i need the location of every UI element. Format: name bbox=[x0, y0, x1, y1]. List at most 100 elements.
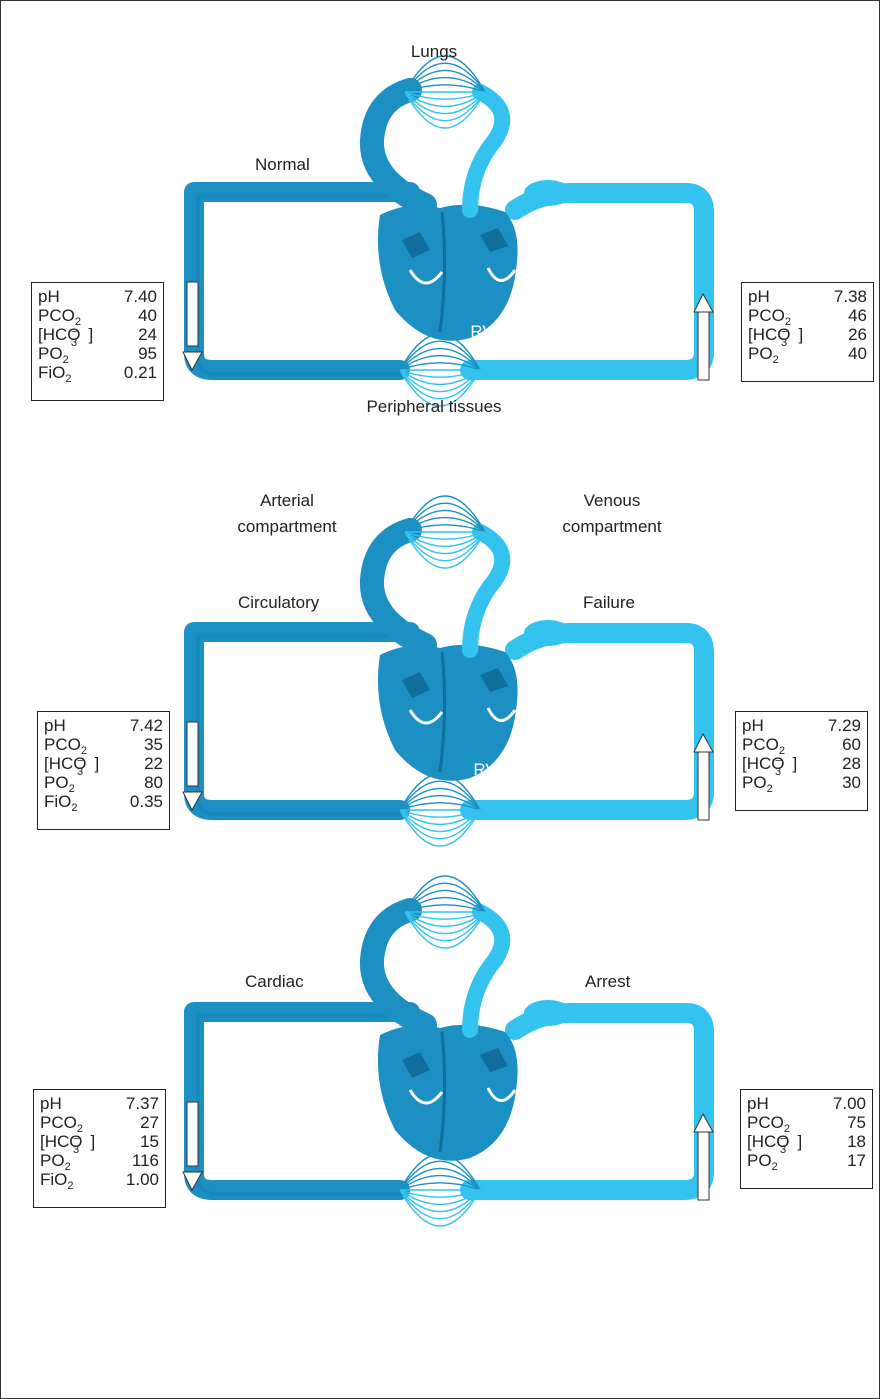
lung-capillary-bed bbox=[405, 56, 485, 128]
circulation-panel bbox=[183, 876, 713, 1226]
gas-name: [HCO]−3 bbox=[748, 325, 803, 344]
gas-name: PO2 bbox=[44, 773, 75, 792]
gas-row: pH 7.00 bbox=[747, 1094, 866, 1113]
circulation-panel bbox=[183, 496, 713, 846]
gas-row: PO2 80 bbox=[44, 773, 163, 792]
rv-label: RV bbox=[470, 322, 493, 342]
arterial-flow-arrow bbox=[187, 282, 198, 346]
gas-row: PCO227 bbox=[40, 1113, 159, 1132]
gas-name: [HCO]−3 bbox=[40, 1132, 95, 1151]
gas-value: 95 bbox=[138, 344, 157, 363]
venous-label-line2: compartment bbox=[562, 514, 661, 540]
gas-value: 24 bbox=[138, 325, 157, 344]
gas-name: pH bbox=[747, 1094, 769, 1113]
gas-value: 7.40 bbox=[124, 287, 157, 306]
gas-value: 7.42 bbox=[130, 716, 163, 735]
gas-name: PO2 bbox=[742, 773, 773, 792]
peripheral-capillary-bed bbox=[400, 334, 480, 406]
lv-label: LV bbox=[388, 760, 408, 780]
gas-value: 22 bbox=[144, 754, 163, 773]
gas-value: 75 bbox=[847, 1113, 866, 1132]
gas-value: 7.37 bbox=[126, 1094, 159, 1113]
pulmonary-artery bbox=[470, 92, 502, 210]
panel-title-failure: Failure bbox=[583, 593, 635, 613]
gas-value: 46 bbox=[848, 306, 867, 325]
arterial-vessel bbox=[194, 1012, 410, 1190]
peripheral-tissues-label: Peripheral tissues bbox=[366, 397, 501, 417]
venous-label-line1: Venous bbox=[562, 488, 661, 514]
vena-cava-bulge bbox=[524, 1000, 572, 1026]
gas-name: [HCO]−3 bbox=[38, 325, 93, 344]
gas-name: [HCO]−3 bbox=[742, 754, 797, 773]
lv-label: LV bbox=[388, 322, 408, 342]
arterial-flow-arrow bbox=[187, 1102, 198, 1166]
venous-flow-arrow bbox=[698, 752, 709, 820]
gas-name: [HCO]−3 bbox=[44, 754, 99, 773]
arterial-vessel bbox=[194, 632, 410, 810]
gas-value: 0.21 bbox=[124, 363, 157, 382]
gas-name: PO2 bbox=[748, 344, 779, 363]
panel-title-arrest: Arrest bbox=[585, 972, 630, 992]
gas-row: FiO20.35 bbox=[44, 792, 163, 811]
gas-name: PO2 bbox=[40, 1151, 71, 1170]
rv-label: RV bbox=[473, 1157, 496, 1177]
lung-capillary-bed bbox=[405, 876, 485, 948]
gas-row: pH 7.37 bbox=[40, 1094, 159, 1113]
pulmonary-artery bbox=[470, 912, 502, 1030]
gas-value: 0.35 bbox=[130, 792, 163, 811]
arterial-vessel bbox=[194, 192, 410, 370]
panel-title-cardiac: Cardiac bbox=[245, 972, 304, 992]
gas-name: pH bbox=[742, 716, 764, 735]
vena-cava-bulge bbox=[524, 180, 572, 206]
gas-row: [HCO]−315 bbox=[40, 1132, 159, 1151]
gas-name: pH bbox=[40, 1094, 62, 1113]
gas-value: 40 bbox=[138, 306, 157, 325]
gas-name: pH bbox=[38, 287, 60, 306]
gas-value: 30 bbox=[842, 773, 861, 792]
gas-row: pH 7.40 bbox=[38, 287, 157, 306]
circulation-panel bbox=[183, 56, 713, 406]
gas-row: PCO275 bbox=[747, 1113, 866, 1132]
rv-label: RV bbox=[473, 760, 496, 780]
gas-row: PO2 116 bbox=[40, 1151, 159, 1170]
gas-value: 35 bbox=[144, 735, 163, 754]
gas-value: 28 bbox=[842, 754, 861, 773]
gas-value: 17 bbox=[847, 1151, 866, 1170]
lv-label: LV bbox=[388, 1157, 408, 1177]
gas-row: pH 7.29 bbox=[742, 716, 861, 735]
arterial-compartment-label: Arterial compartment bbox=[237, 488, 336, 540]
gas-row: pH7.38 bbox=[748, 287, 867, 306]
gas-row: PO2 30 bbox=[742, 773, 861, 792]
venous-compartment-label: Venous compartment bbox=[562, 488, 661, 540]
gas-row: PCO246 bbox=[748, 306, 867, 325]
lungs-label: Lungs bbox=[411, 42, 457, 62]
gas-value: 27 bbox=[140, 1113, 159, 1132]
gas-value: 116 bbox=[132, 1151, 159, 1170]
gas-name: PO2 bbox=[38, 344, 69, 363]
gas-value: 7.00 bbox=[833, 1094, 866, 1113]
arterial-label-line1: Arterial bbox=[237, 488, 336, 514]
arterial-label-line2: compartment bbox=[237, 514, 336, 540]
gas-row: [HCO]−3 22 bbox=[44, 754, 163, 773]
gas-value: 7.29 bbox=[828, 716, 861, 735]
heart bbox=[378, 1025, 518, 1161]
gas-row: FiO2 0.21 bbox=[38, 363, 157, 382]
gas-name: pH bbox=[44, 716, 66, 735]
gas-name: FiO2 bbox=[38, 363, 72, 382]
pulmonary-artery bbox=[470, 532, 502, 650]
vena-cava-bulge bbox=[524, 620, 572, 646]
gas-value: 80 bbox=[144, 773, 163, 792]
gas-row: [HCO]−3 28 bbox=[742, 754, 861, 773]
arterial-flow-arrow bbox=[187, 722, 198, 786]
gas-name: pH bbox=[748, 287, 770, 306]
